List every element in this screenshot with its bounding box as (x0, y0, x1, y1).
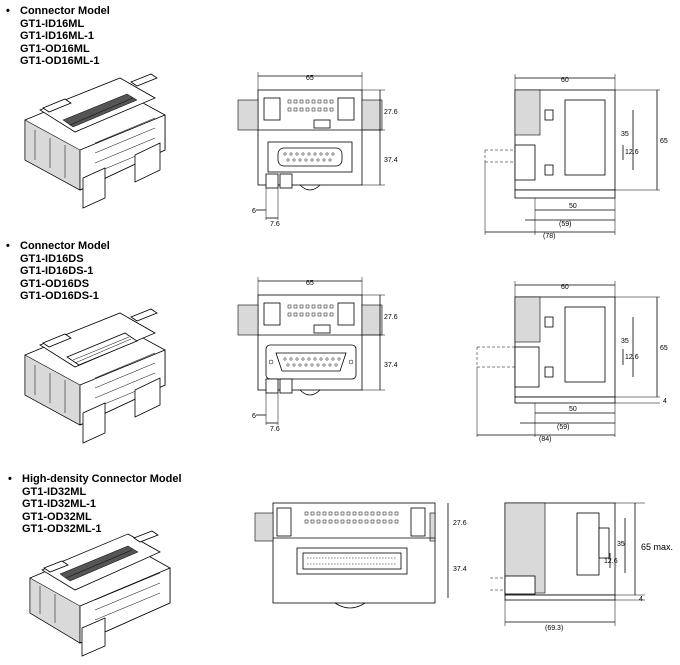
dim-label-w3: (69.3) (545, 625, 563, 632)
dim-label-w2: (59) (557, 424, 569, 431)
model-name: GT1-ID32ML (22, 485, 87, 498)
terminal-block (279, 173, 293, 189)
dim-label-d2: 7.6 (270, 426, 280, 433)
dim-label-h1: 35 (617, 541, 625, 548)
terminal-block (410, 507, 426, 537)
section-heading: High-density Connector Model (22, 473, 182, 485)
dim-label-bottom: 37.4 (453, 566, 467, 573)
model-name: GT1-ID16DS-1 (20, 265, 94, 277)
front-view-drawing: 65 27.6 37.4 6 7.6 (237, 72, 398, 228)
dim-label-height: 65 max. (641, 542, 673, 552)
bullet-icon: • (6, 5, 10, 17)
terminal-block (337, 302, 355, 326)
front-dim-annotations: 27.6 37.4 (447, 503, 467, 598)
section-connector-model-ml: • Connector Model GT1-ID16ML GT1-ID16ML-… (0, 0, 680, 240)
model-name: GT1-OD16ML (20, 42, 90, 55)
dim-label-d1: 6 (252, 413, 256, 420)
side-view-drawing: 60 65 4 35 12.6 50 (59) (84) (476, 281, 668, 443)
model-name: GT1-OD16DS-1 (20, 290, 99, 302)
front-view-drawing (254, 502, 436, 609)
terminal-block (276, 507, 292, 537)
section-connector-model-ds: • Connector Model GT1-ID16DS GT1-ID16DS-… (0, 237, 680, 467)
dim-label-h2: 12.6 (625, 149, 639, 156)
section-heading-block: • High-density Connector Model GT1-ID32M… (8, 473, 182, 536)
bullet-icon: • (8, 473, 12, 485)
side-view-drawing: 60 65 35 12.6 50 (59) (78) (484, 74, 668, 240)
dim-label-width: 60 (561, 284, 569, 291)
dim-label-bottom: 37.4 (384, 362, 398, 369)
dim-label-d1: 6 (252, 208, 256, 215)
dim-label-h1: 35 (621, 338, 629, 345)
section-heading: Connector Model (20, 5, 110, 17)
product-3d-illustration (24, 73, 166, 209)
section-heading-block: • Connector Model GT1-ID16DS GT1-ID16DS-… (6, 240, 110, 303)
model-name: GT1-ID32ML-1 (22, 498, 96, 510)
front-view-drawing: 65 27.6 37.4 6 7.6 (237, 277, 398, 433)
dim-label-width: 60 (561, 77, 569, 84)
bullet-icon: • (6, 240, 10, 252)
dim-label-h2: 12.6 (604, 558, 618, 565)
dim-label-top: 27.6 (384, 314, 398, 321)
model-name: GT1-ID16ML-1 (20, 30, 94, 42)
dim-label-h1: 35 (621, 131, 629, 138)
dim-label-h2: 12.6 (625, 354, 639, 361)
model-name: GT1-OD32ML-1 (22, 523, 102, 535)
dim-label-width: 65 (306, 75, 314, 82)
dim-label-top: 27.6 (384, 109, 398, 116)
dim-label-width: 65 (306, 280, 314, 287)
model-name: GT1-OD32ML (22, 510, 92, 523)
terminal-block (263, 302, 281, 326)
dim-label-height: 65 (660, 138, 668, 145)
model-name: GT1-OD16DS (20, 277, 90, 290)
product-3d-illustration (24, 308, 166, 444)
model-name: GT1-ID16ML (20, 17, 85, 30)
dim-label-foot: 4 (663, 398, 667, 405)
terminal-block (279, 378, 293, 394)
section-heading-block: • Connector Model GT1-ID16ML GT1-ID16ML-… (6, 5, 110, 68)
section-heading: Connector Model (20, 240, 110, 252)
dim-label-w3: (78) (543, 233, 555, 240)
dim-label-d2: 7.6 (270, 221, 280, 228)
terminal-block (265, 173, 279, 189)
dim-label-w3: (84) (539, 436, 551, 443)
dim-label-foot: 4 (639, 596, 643, 603)
dim-label-w2: (59) (559, 221, 571, 228)
dim-label-height: 65 (660, 345, 668, 352)
terminal-block (337, 97, 355, 121)
model-name: GT1-ID16DS (20, 252, 84, 265)
dim-label-w1: 50 (569, 406, 577, 413)
terminal-block (265, 378, 279, 394)
model-name: GT1-OD16ML-1 (20, 55, 100, 67)
dim-label-top: 27.6 (453, 520, 467, 527)
terminal-block (263, 97, 281, 121)
dim-label-bottom: 37.4 (384, 157, 398, 164)
dim-label-w1: 50 (569, 203, 577, 210)
product-3d-illustration (29, 530, 171, 657)
section-high-density-connector-model: • High-density Connector Model GT1-ID32M… (0, 470, 680, 665)
side-view-drawing: 65 max. 4 35 12.6 (69.3) (490, 502, 673, 632)
